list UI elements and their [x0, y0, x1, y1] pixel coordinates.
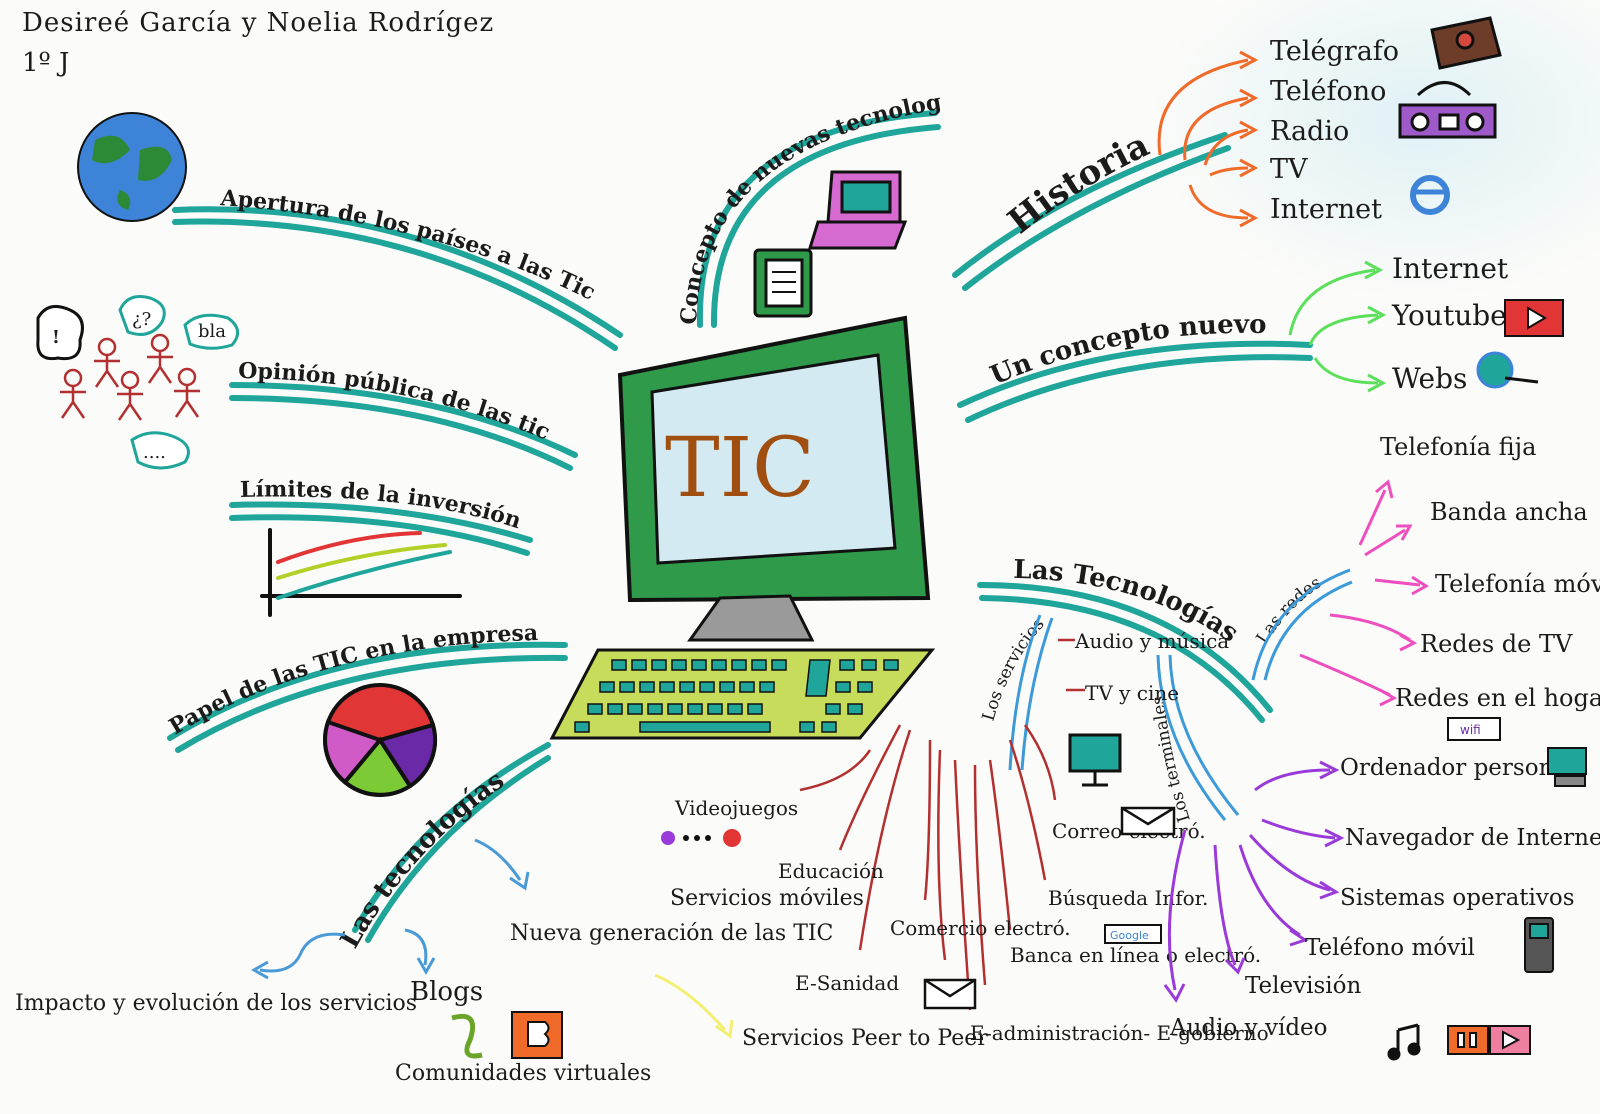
terminales-item-audio: Audio y vídeo [1169, 1015, 1328, 1041]
svg-text:wifi: wifi [1460, 723, 1481, 737]
tablet-icon [753, 248, 813, 318]
branch-line-unconcepto [957, 340, 1313, 408]
keyboard [549, 648, 936, 740]
radio-icon [1398, 81, 1497, 139]
left-tech-impacto: Impacto y evolución de los servicios [15, 991, 417, 1016]
redes-item-hogar: Redes en el hogar [1395, 684, 1600, 712]
branch-line-apertura [172, 206, 623, 338]
branch-line-limites [229, 501, 533, 543]
branch-line-lastecL [352, 742, 551, 933]
laptop-icon [807, 170, 908, 250]
globe-icon [77, 112, 187, 222]
left-tech-comunidades: Comunidades virtuales [395, 1061, 651, 1086]
monitor-screen [650, 353, 897, 565]
terminales-branch [1156, 654, 1240, 821]
bubble-exclaim: ! [52, 327, 60, 348]
left-tech-list: Impacto y evolución de los servicios Blo… [15, 886, 988, 1086]
servicios-item-audio: Audio y música [1074, 629, 1229, 653]
left-tech-arrows [250, 838, 530, 980]
internet-explorer-icon [1410, 175, 1450, 215]
pacman-icon [661, 829, 741, 847]
line-graph-icon [260, 528, 462, 617]
web-globe-icon [1476, 351, 1539, 389]
mail-icon [923, 806, 1176, 1010]
concepto-list: Internet Youtube Webs [1391, 252, 1509, 395]
servicios-item-educacion: Educación [778, 859, 884, 883]
tv-cine-icon [1068, 733, 1122, 787]
telegraph-icon [1430, 16, 1502, 70]
servicios-branch [1008, 614, 1054, 771]
historia-item-internet: Internet [1270, 194, 1382, 225]
terminales-item-navegador: Navegador de Internet. [1345, 825, 1600, 851]
media-player-icon [1447, 1025, 1531, 1055]
branch-line-opinion [229, 382, 578, 458]
redes-branch [1251, 568, 1353, 681]
central-computer [549, 315, 936, 740]
redes-list: Telefonía fija Banda ancha Telefonía móv… [1380, 433, 1600, 712]
historia-item-telefono: Teléfono [1270, 76, 1386, 107]
servicios-item-eadmin: E-administración- E-gobierno [970, 1021, 1269, 1045]
mobile-phone-icon [1524, 917, 1554, 973]
speech-bubbles [36, 295, 240, 470]
branch-label-historia: Historia [1001, 125, 1156, 242]
left-tech-p2p: Servicios Peer to Peer [742, 1026, 988, 1051]
authors-names: Desireé García y Noelia Rodrígez [22, 8, 495, 38]
terminales-item-television: Televisión [1245, 973, 1361, 999]
historia-item-tv: TV [1270, 154, 1308, 185]
monitor-stand [687, 594, 815, 642]
servicios-item-videojuegos: Videojuegos [674, 796, 798, 820]
community-icon [451, 1013, 483, 1059]
authors-group: 1º J [22, 48, 70, 78]
servicios-list: Audio y música TV y cine Correo electró.… [674, 629, 1269, 1045]
concepto-item-youtube: Youtube [1391, 299, 1507, 332]
svg-text:Google: Google [1110, 929, 1149, 942]
historia-item-telegrafo: Telégrafo [1270, 36, 1399, 67]
redes-arrows [1299, 479, 1429, 707]
servicios-item-busqueda: Búsqueda Infor. [1048, 886, 1208, 910]
people-icon [60, 333, 200, 421]
historia-list: Telégrafo Teléfono Radio TV Internet [1270, 36, 1399, 225]
terminales-item-movil: Teléfono móvil [1305, 935, 1475, 961]
concepto-item-webs: Webs [1392, 362, 1467, 395]
sub-label-terminales: Los terminales [1148, 695, 1194, 825]
servicios-item-esanidad: E-Sanidad [795, 971, 899, 995]
branch-line-concepto [696, 110, 938, 328]
left-tech-nueva: Nueva generación de las TIC [510, 921, 833, 946]
redes-item-tv: Redes de TV [1420, 630, 1573, 658]
keyboard-keys [574, 659, 899, 733]
branch-line-lastecR [977, 582, 1273, 713]
branch-line-papel [167, 641, 568, 741]
concepto-arrows [1288, 260, 1387, 393]
terminales-item-sistemas: Sistemas operativos [1340, 885, 1575, 911]
center-label: TIC [665, 421, 815, 516]
youtube-icon [1504, 299, 1564, 337]
left-tech-arrow-p2p [654, 973, 734, 1039]
terminales-list: Ordenador personal Navegador de Internet… [1169, 755, 1600, 1041]
servicios-arrows [799, 638, 1085, 1011]
terminales-item-ordenador: Ordenador personal [1340, 755, 1574, 781]
bubble-bla: bla [198, 321, 226, 342]
google-icon: Google [1104, 924, 1162, 944]
music-note-icon [1387, 1023, 1421, 1061]
left-tech-moviles: Servicios móviles [670, 886, 864, 911]
blogger-icon [511, 1011, 563, 1059]
servicios-item-comercio: Comercio electró. [890, 916, 1071, 940]
terminales-arrows [1163, 760, 1345, 1003]
wifi-icon: wifi [1447, 717, 1501, 741]
bubble-question: ¿? [132, 309, 151, 330]
historia-arrows [1157, 50, 1259, 228]
bubble-dots: .... [143, 442, 166, 463]
pc-icon [1547, 747, 1587, 787]
redes-item-banda: Banda ancha [1430, 498, 1588, 526]
pie-chart-icon [323, 683, 437, 797]
concepto-item-internet: Internet [1392, 252, 1509, 285]
redes-item-movil: Telefonía móvil [1435, 570, 1600, 598]
historia-item-radio: Radio [1270, 116, 1349, 147]
redes-item-fija: Telefonía fija [1380, 433, 1536, 461]
servicios-item-tv: TV y cine [1085, 681, 1179, 705]
left-tech-blogs: Blogs [410, 977, 483, 1007]
servicios-item-banca: Banca en línea o electró. [1010, 943, 1261, 967]
